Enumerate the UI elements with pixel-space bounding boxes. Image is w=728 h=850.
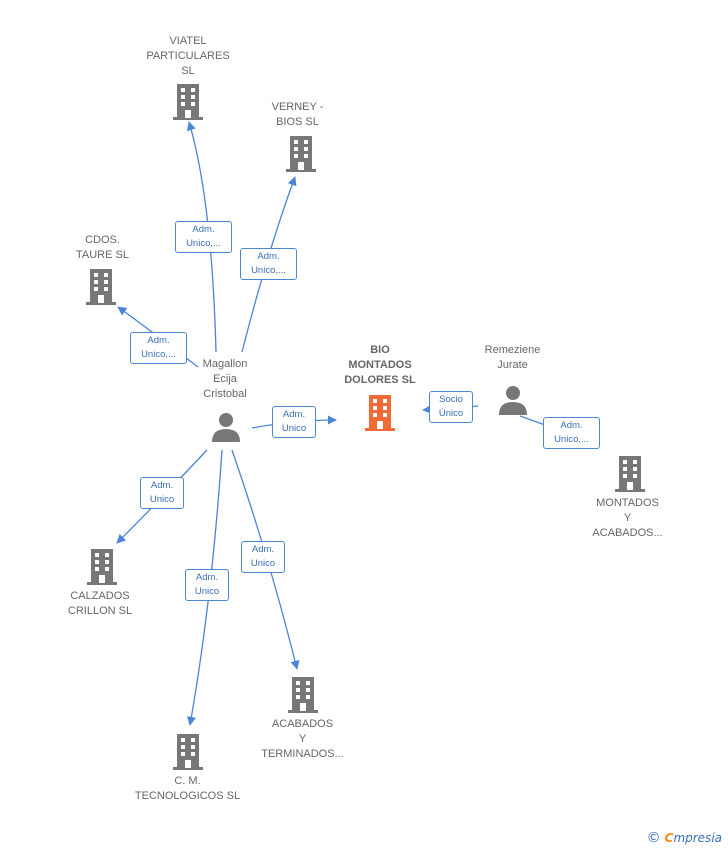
node-cm[interactable]: C. M. TECNOLOGICOS SL <box>125 734 250 809</box>
edge-label-bio[interactable]: Adm. Unico <box>272 406 316 438</box>
building-icon <box>615 456 645 492</box>
node-label: BIO MONTADOS DOLORES SL <box>344 344 416 386</box>
edge-to-viatel <box>186 121 217 353</box>
edge-label-verney[interactable]: Adm. Unico,... <box>240 248 297 280</box>
node-bio[interactable]: BIO MONTADOS DOLORES SL <box>325 343 435 433</box>
edge-label-remeziene-bio[interactable]: Socio Único <box>429 391 473 423</box>
edge-label-viatel[interactable]: Adm. Unico,... <box>175 221 232 253</box>
node-label: Remeziene Jurate <box>484 344 541 371</box>
person-icon <box>499 386 527 415</box>
node-calzados[interactable]: CALZADOS CRILLON SL <box>50 549 150 624</box>
building-icon <box>173 84 203 120</box>
node-verney[interactable]: VERNEY - BIOS SL <box>250 100 345 175</box>
copyright-icon: © <box>646 830 661 846</box>
node-label: MONTADOS Y ACABADOS... <box>592 497 663 539</box>
brand-footer: ©Cmpresia <box>647 830 722 846</box>
building-icon <box>86 269 116 305</box>
building-icon <box>286 136 316 172</box>
node-label: CALZADOS CRILLON SL <box>67 590 133 617</box>
node-label: Magallon Ecija Cristobal <box>202 358 248 400</box>
edge-label-remeziene-montados[interactable]: Adm. Unico,... <box>543 417 600 449</box>
node-montados[interactable]: MONTADOS Y ACABADOS... <box>580 456 675 546</box>
node-label: VERNEY - BIOS SL <box>271 101 324 128</box>
building-icon <box>365 395 395 431</box>
edge-label-calzados[interactable]: Adm. Unico <box>140 477 184 509</box>
edge-label-acabados[interactable]: Adm. Unico <box>241 541 285 573</box>
node-label: VIATEL PARTICULARES SL <box>146 35 230 77</box>
node-label: C. M. TECNOLOGICOS SL <box>134 775 241 802</box>
building-icon <box>288 677 318 713</box>
node-label: ACABADOS Y TERMINADOS... <box>261 718 344 760</box>
node-viatel[interactable]: VIATEL PARTICULARES SL <box>128 32 248 122</box>
brand-logo-first: C <box>664 831 674 845</box>
brand-logo-rest: mpresia <box>673 831 722 845</box>
node-magallon[interactable]: Magallon Ecija Cristobal <box>180 357 270 447</box>
building-icon <box>87 549 117 585</box>
node-remeziene[interactable]: Remeziene Jurate <box>470 343 555 418</box>
node-cdos[interactable]: CDOS. TAURE SL <box>55 233 150 308</box>
edge-label-cdos[interactable]: Adm. Unico,... <box>130 332 187 364</box>
node-acabados[interactable]: ACABADOS Y TERMINADOS... <box>250 677 355 767</box>
building-icon <box>173 734 203 770</box>
node-label: CDOS. TAURE SL <box>76 234 129 261</box>
person-icon <box>212 413 240 442</box>
edge-label-cm[interactable]: Adm. Unico <box>185 569 229 601</box>
